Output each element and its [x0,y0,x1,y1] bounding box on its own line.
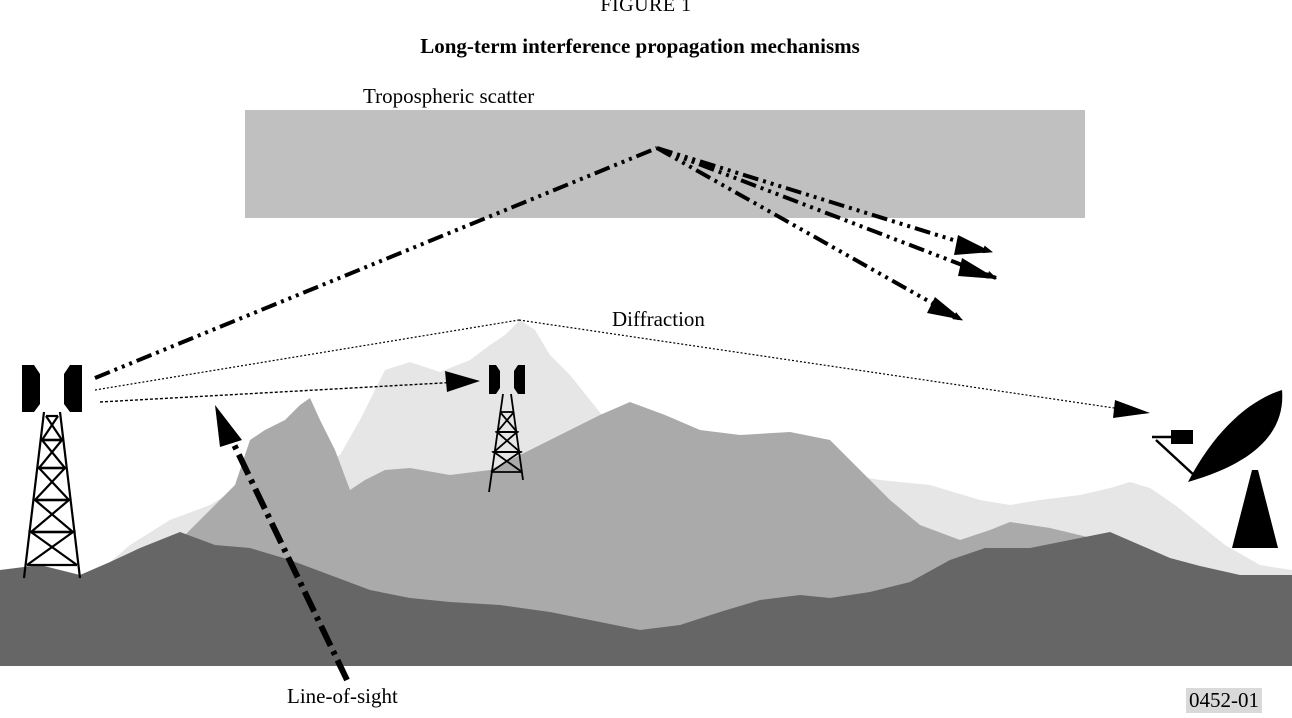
diffraction-path [94,319,1149,414]
figure-code: 0452-01 [1186,688,1262,713]
tropospheric-scatter-path [94,146,997,380]
line-of-sight-label: Line-of-sight [287,684,398,708]
line-of-sight-indicator [225,430,350,682]
diffraction-arrowhead [1113,400,1150,418]
transmitter-tower-icon [22,365,82,579]
line-of-sight-arrowhead [215,405,242,447]
tropospheric-scatter-band [245,110,1085,218]
figure-label: FIGURE 1 [600,0,692,16]
tropospheric-scatter-label: Tropospheric scatter [363,84,535,108]
receiver-tower-icon [488,365,525,493]
los-tower-arrowhead [445,371,480,392]
figure-title: Long-term interference propagation mecha… [420,34,860,58]
diffraction-label: Diffraction [612,307,705,331]
satellite-dish-icon [1152,390,1283,548]
scatter-arrowheads [927,235,997,320]
line-of-sight-path [99,380,479,403]
